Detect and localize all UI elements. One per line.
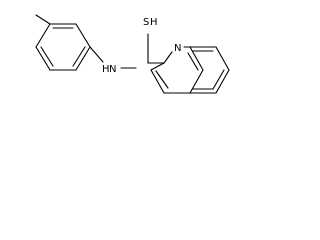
tolyl-ring-bond (35, 23, 51, 48)
tolyl-ring-double-bond (40, 46, 54, 67)
molecule-structure-diagram: S H N H N (35, 14, 230, 94)
quinoline-bond (215, 69, 230, 94)
quinoline-bond (189, 46, 204, 71)
quinoline-bond (189, 69, 204, 94)
tolyl-group (35, 14, 91, 71)
thioamide-linker (89, 33, 165, 69)
quinoline-double-bond (187, 52, 199, 71)
thione-hydrogen-label: H (150, 17, 158, 28)
tolyl-ring-double-bond (72, 46, 86, 67)
quinoline-bond (163, 51, 173, 64)
quinoline-bond (215, 46, 230, 71)
methyl-bond (35, 14, 51, 25)
thione-sulfur-label: S (143, 17, 149, 28)
quinoline-bond (150, 62, 165, 71)
quinoline-double-bond (155, 70, 169, 89)
amide-nitrogen-label: N (109, 64, 116, 75)
tolyl-ring-bond (75, 23, 91, 48)
quinoline-bond (150, 69, 165, 94)
tolyl-ring-bond (75, 46, 91, 71)
amide-hydrogen-label: H (102, 64, 110, 75)
aryl-nitrogen-bond (89, 46, 104, 63)
tolyl-ring-bond (35, 46, 51, 71)
quinoline-nitrogen-label: N (174, 43, 181, 54)
quinoline-double-bond (212, 69, 225, 90)
quinoline-pyridine-ring (150, 46, 204, 94)
quinoline-benzo-ring (189, 46, 230, 94)
